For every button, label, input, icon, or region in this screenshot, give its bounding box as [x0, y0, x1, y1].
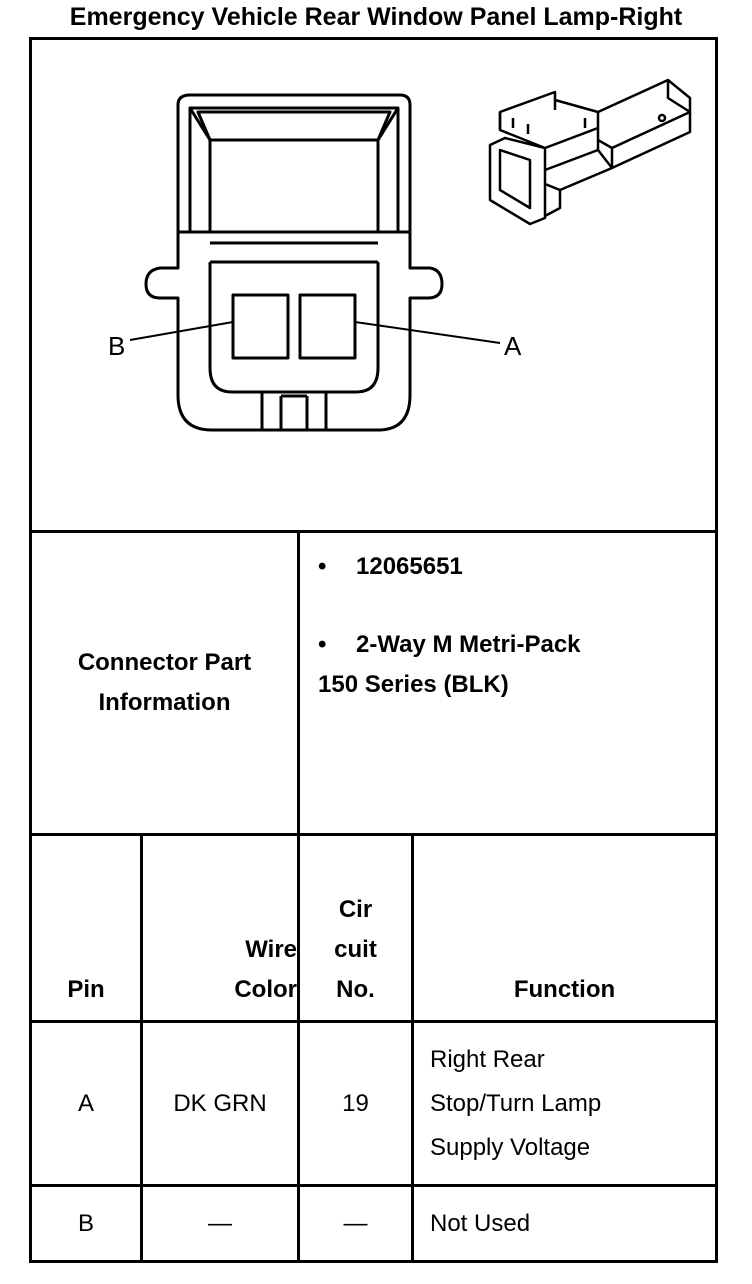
row-b-pin: B: [77, 1209, 94, 1237]
divider-col-circuit: [411, 833, 414, 1263]
header-pin: Pin: [67, 976, 105, 1003]
part-description-line1: 2-Way M Metri-Pack: [356, 631, 581, 658]
pin-label-b: B: [108, 331, 125, 361]
part-number-item: •12065651: [318, 553, 463, 580]
divider-col-pin: [140, 833, 143, 1263]
divider-col-wire: [297, 833, 300, 1263]
row-a-wire-color: DK GRN: [173, 1089, 267, 1117]
part-description-item: •2-Way M Metri-Pack: [318, 631, 581, 658]
divider-info-col: [297, 530, 300, 836]
row-b-circuit: —: [343, 1209, 368, 1237]
divider-row-a: [29, 1184, 718, 1187]
page-title: Emergency Vehicle Rear Window Panel Lamp…: [69, 3, 683, 31]
pin-label-a: A: [504, 331, 522, 361]
divider-diagram: [29, 530, 718, 533]
header-circuit-no: Cir cuit No.: [334, 896, 377, 1003]
row-a-pin: A: [77, 1089, 94, 1117]
part-number: 12065651: [356, 553, 463, 580]
connector-face-diagram: B A: [108, 78, 692, 432]
connector-iso-icon: [488, 78, 692, 226]
divider-header: [29, 1020, 718, 1023]
connector-info-label: Connector Part Information: [77, 649, 252, 716]
part-description-line2: 150 Series (BLK): [318, 671, 509, 698]
row-a-circuit: 19: [342, 1089, 369, 1117]
row-b-wire-color: —: [208, 1209, 232, 1237]
divider-info: [29, 833, 718, 836]
row-a-function: Right Rear Stop/Turn Lamp Supply Voltage: [430, 1045, 602, 1161]
row-b-function: Not Used: [430, 1209, 531, 1237]
connector-table-frame: [29, 37, 718, 1263]
header-wire-color: Wire Color: [234, 936, 297, 1003]
header-function: Function: [513, 976, 616, 1003]
